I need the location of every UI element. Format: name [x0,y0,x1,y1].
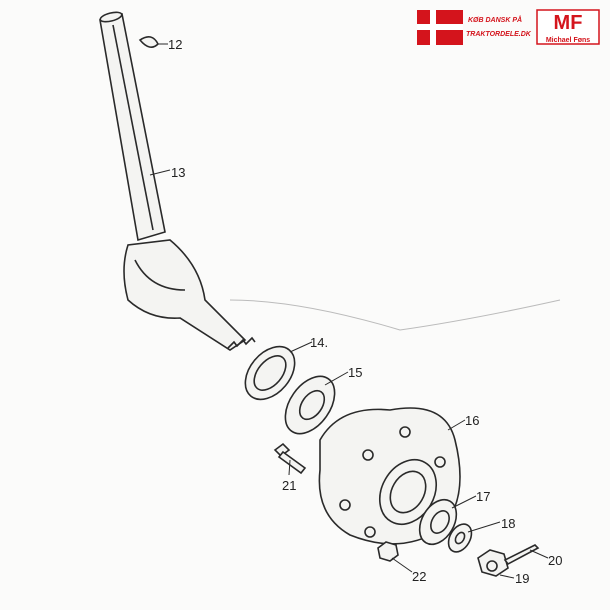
label-19: 19 [515,571,529,586]
slogan-line2: TRAKTORDELE.DK [466,31,532,38]
label-18: 18 [501,516,515,531]
part-16-wheel-hub [318,407,461,545]
label-13: 13 [171,165,185,180]
mf-name: Michael Føns [546,37,590,44]
label-14: 14. [310,335,328,350]
part-19-castle-nut [477,549,509,577]
label-20: 20 [548,553,562,568]
part-17-outer-bearing [418,498,458,546]
part-13-king-pin-spindle [99,11,256,351]
part-18-washer [447,523,473,553]
part-12-woodruff-key [138,36,159,48]
part-22-wheel-nut [377,541,399,562]
part-21-wheel-stud [273,442,307,475]
part-20-split-pin [503,544,540,566]
mf-logo: MF Michael Føns [536,9,600,45]
label-22: 22 [412,569,426,584]
label-12: 12 [168,37,182,52]
label-15: 15 [348,365,362,380]
part-14-thrust-washer [244,345,296,401]
paper-crease [229,299,561,331]
slogan-line1: KØB DANSK PÅ [468,15,522,24]
label-17: 17 [476,489,490,504]
mf-letters: MF [554,12,583,34]
leader-lines [149,43,549,579]
label-16: 16 [465,413,479,428]
part-15-inner-bearing [284,375,336,435]
danish-flag-logo [417,10,463,45]
label-21: 21 [282,478,296,493]
